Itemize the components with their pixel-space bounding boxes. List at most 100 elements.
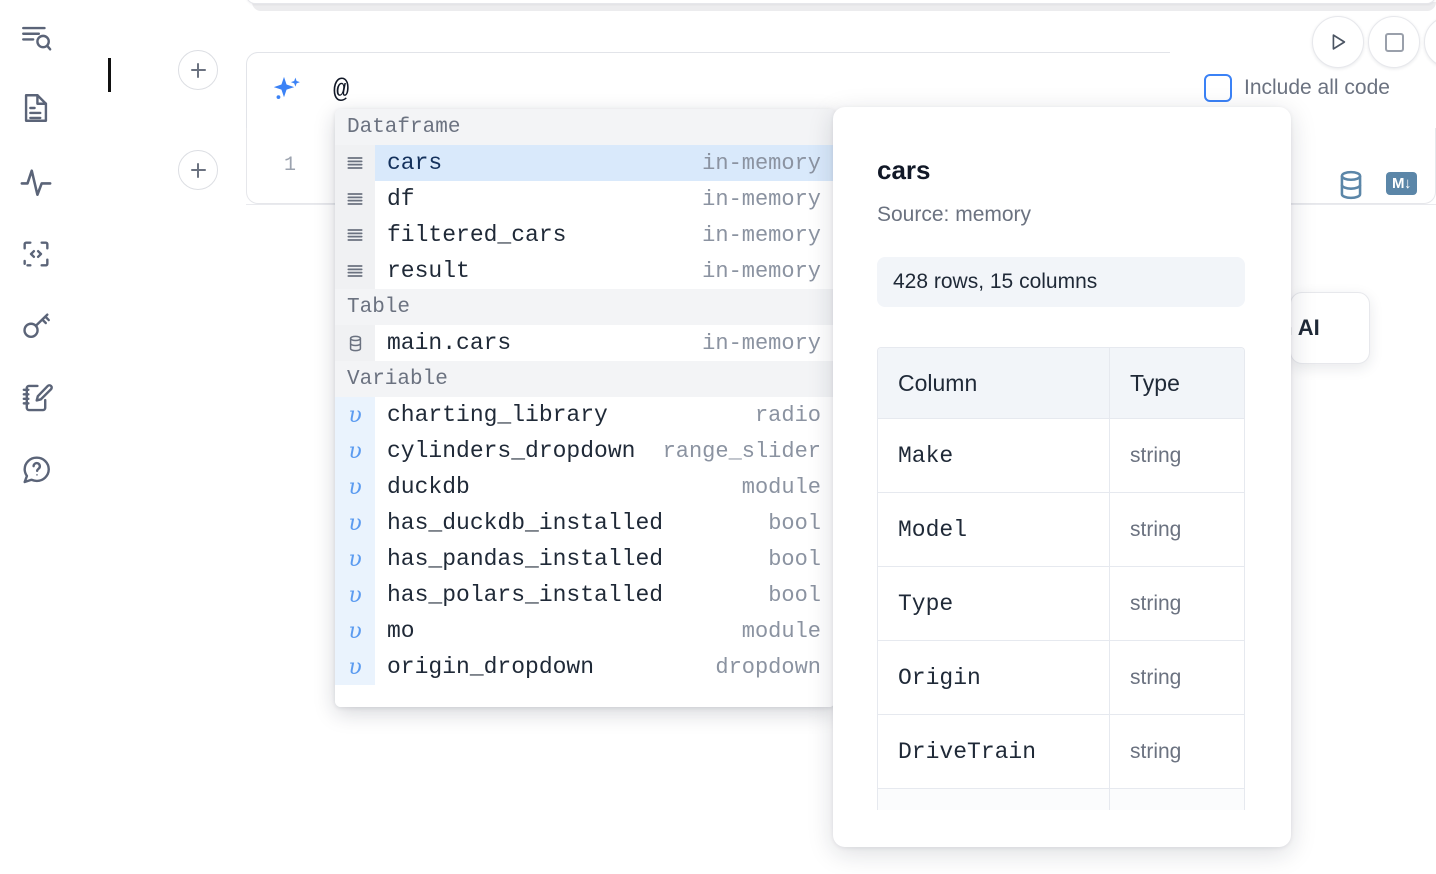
rows-icon	[335, 181, 375, 217]
autocomplete-item-name: cylinders_dropdown	[387, 438, 636, 464]
doc-column-type: string	[1130, 517, 1182, 541]
variable-icon: υ	[335, 577, 375, 613]
variable-icon: υ	[335, 613, 375, 649]
doc-table-header: Column Type	[878, 348, 1244, 418]
autocomplete-item-name: mo	[387, 618, 415, 644]
doc-column-name: Origin	[898, 664, 981, 691]
autocomplete-group-header: Variable	[335, 361, 835, 397]
database-icon[interactable]	[1334, 168, 1368, 207]
autocomplete-item-name: filtered_cars	[387, 222, 567, 248]
add-cell-button-top[interactable]	[178, 50, 218, 90]
help-chat-icon[interactable]	[12, 446, 60, 494]
overflow-button[interactable]	[1424, 16, 1436, 68]
variable-icon: υ	[335, 649, 375, 685]
run-button[interactable]	[1312, 16, 1364, 68]
cell-above-shadow	[252, 2, 1436, 11]
doc-column-type: string	[1130, 443, 1182, 467]
ai-prompt-input[interactable]: @	[333, 76, 350, 106]
autocomplete-item-name: has_duckdb_installed	[387, 510, 664, 536]
completion-doc-panel: cars Source: memory 428 rows, 15 columns…	[833, 107, 1291, 847]
include-all-code-control[interactable]: Include all code	[1204, 74, 1390, 102]
autocomplete-item[interactable]: cars in-memory	[335, 145, 835, 181]
stop-button[interactable]	[1368, 16, 1420, 68]
doc-table-row: Make string	[878, 418, 1244, 492]
autocomplete-item-type: in-memory	[702, 222, 821, 248]
autocomplete-item[interactable]: main.cars in-memory	[335, 325, 835, 361]
editor-line-number: 1	[283, 154, 296, 177]
autocomplete-item[interactable]: υ has_polars_installed bool	[335, 577, 835, 613]
snippets-code-icon[interactable]	[12, 230, 60, 278]
autocomplete-item-type: bool	[768, 546, 821, 572]
side-card[interactable]: h AI	[1290, 292, 1370, 364]
autocomplete-item-type: in-memory	[702, 330, 821, 356]
autocomplete-item-name: charting_library	[387, 402, 608, 428]
stop-square-icon	[1384, 32, 1404, 52]
markdown-badge[interactable]: M↓	[1386, 172, 1417, 195]
autocomplete-item-name: cars	[387, 150, 443, 176]
doc-title: cars	[877, 155, 931, 185]
autocomplete-item-type: in-memory	[702, 150, 821, 176]
autocomplete-item-type: module	[741, 474, 821, 500]
doc-column-name: Make	[898, 442, 954, 469]
file-explorer-icon[interactable]	[12, 84, 60, 132]
autocomplete-item-name: main.cars	[387, 330, 512, 356]
doc-column-type: string	[1130, 591, 1182, 615]
outline-search-icon[interactable]	[12, 14, 60, 62]
include-all-code-checkbox[interactable]	[1204, 74, 1232, 102]
autocomplete-fade	[335, 693, 835, 707]
autocomplete-group-header: Table	[335, 289, 835, 325]
activity-icon[interactable]	[12, 158, 60, 206]
variable-icon: υ	[335, 505, 375, 541]
autocomplete-item[interactable]: filtered_cars in-memory	[335, 217, 835, 253]
autocomplete-group-header: Dataframe	[335, 109, 835, 145]
doc-table-header-type: Type	[1130, 369, 1180, 396]
database-icon	[335, 325, 375, 361]
secrets-key-icon[interactable]	[12, 302, 60, 350]
include-all-code-label: Include all code	[1244, 76, 1390, 99]
doc-shape-badge: 428 rows, 15 columns	[877, 257, 1245, 307]
doc-table-row: DriveTrain string	[878, 714, 1244, 788]
text-cursor	[108, 58, 111, 92]
autocomplete-item-type: module	[741, 618, 821, 644]
variable-icon: υ	[335, 397, 375, 433]
rows-icon	[335, 145, 375, 181]
left-icon-rail	[0, 0, 72, 874]
scratchpad-edit-icon[interactable]	[12, 374, 60, 422]
autocomplete-item-type: radio	[754, 402, 821, 428]
add-cell-button-bottom[interactable]	[178, 150, 218, 190]
autocomplete-item-name: has_polars_installed	[387, 582, 664, 608]
autocomplete-item[interactable]: υ charting_library radio	[335, 397, 835, 433]
doc-source: Source: memory	[877, 203, 1032, 226]
autocomplete-item-type: in-memory	[702, 258, 821, 284]
play-icon	[1327, 31, 1349, 53]
autocomplete-item[interactable]: υ has_duckdb_installed bool	[335, 505, 835, 541]
variable-icon: υ	[335, 541, 375, 577]
side-card-label: h AI	[1291, 315, 1320, 340]
doc-column-type: string	[1130, 739, 1182, 763]
autocomplete-item[interactable]: υ origin_dropdown dropdown	[335, 649, 835, 685]
cell-above	[246, 0, 1436, 4]
rows-icon	[335, 253, 375, 289]
autocomplete-item-name: duckdb	[387, 474, 470, 500]
doc-table-row-partial	[878, 788, 1244, 810]
variable-icon: υ	[335, 469, 375, 505]
autocomplete-item-type: bool	[768, 582, 821, 608]
autocomplete-item-name: df	[387, 186, 415, 212]
doc-column-name: DriveTrain	[898, 738, 1037, 765]
rows-icon	[335, 217, 375, 253]
autocomplete-item-type: bool	[768, 510, 821, 536]
autocomplete-item-type: dropdown	[715, 654, 821, 680]
doc-column-name: Model	[898, 516, 968, 543]
sparkles-icon	[269, 73, 305, 109]
autocomplete-item-name: origin_dropdown	[387, 654, 595, 680]
